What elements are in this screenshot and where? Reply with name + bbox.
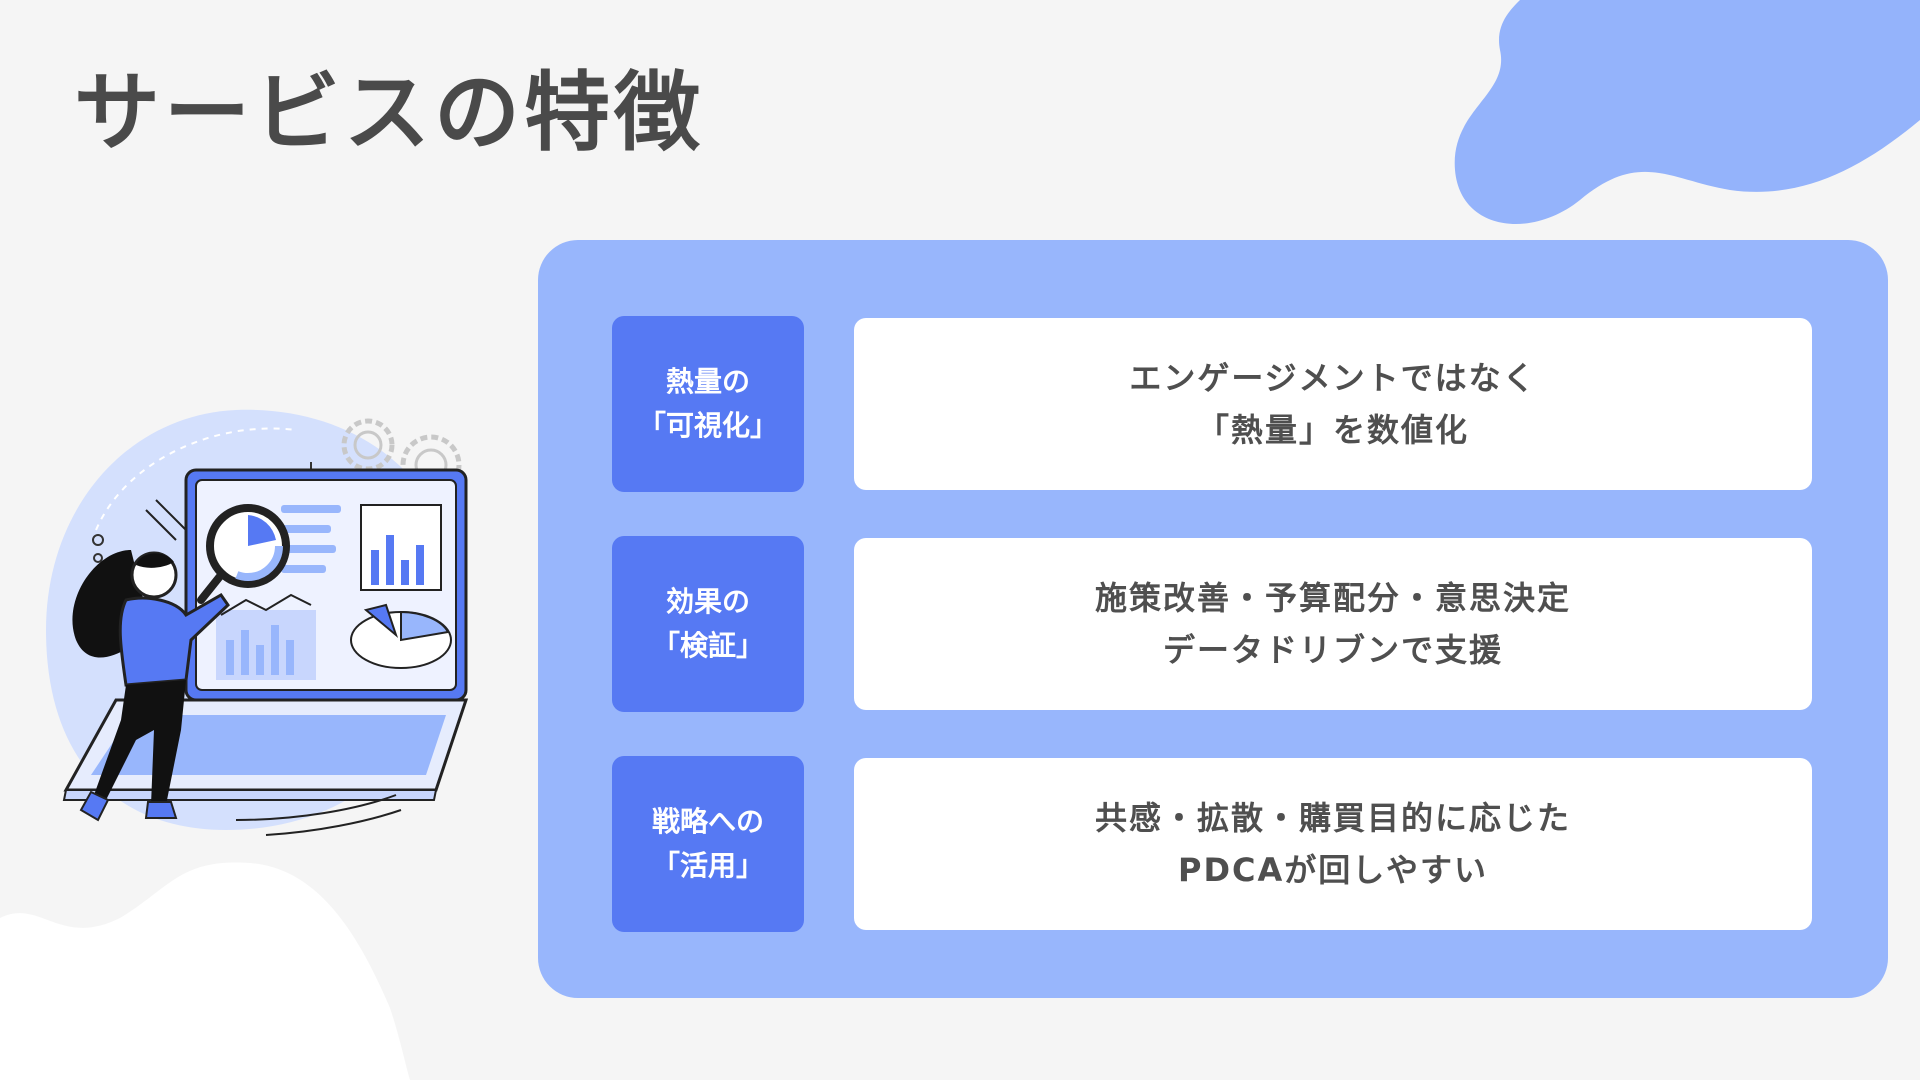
feature-label-line1: 効果の	[665, 585, 750, 618]
feature-description-card: エンゲージメントではなく 「熱量」を数値化	[854, 318, 1812, 490]
feature-label: 熱量の 「可視化」	[612, 316, 804, 492]
analytics-illustration	[46, 409, 469, 836]
feature-description-card: 施策改善・予算配分・意思決定 データドリブンで支援	[854, 538, 1812, 710]
feature-label: 効果の 「検証」	[612, 536, 804, 712]
feature-label-line1: 熱量の	[665, 365, 750, 398]
feature-label-line2: 「検証」	[651, 629, 764, 662]
feature-description-card: 共感・拡散・購買目的に応じた PDCAが回しやすい	[854, 758, 1812, 930]
feature-row-visualization: 熱量の 「可視化」 エンゲージメントではなく 「熱量」を数値化	[612, 316, 1814, 492]
feature-description-line1: エンゲージメントではなく	[1129, 359, 1537, 397]
decorative-blob-top	[1454, 0, 1920, 224]
feature-label-line2: 「可視化」	[637, 409, 778, 442]
features-panel: 熱量の 「可視化」 エンゲージメントではなく 「熱量」を数値化 効果の 「検証」…	[538, 240, 1888, 998]
feature-label-line2: 「活用」	[651, 849, 764, 882]
feature-description-line2: PDCAが回しやすい	[1178, 851, 1488, 889]
feature-description-line1: 共感・拡散・購買目的に応じた	[1094, 799, 1571, 837]
feature-label: 戦略への 「活用」	[612, 756, 804, 932]
feature-description-line1: 施策改善・予算配分・意思決定	[1094, 579, 1571, 617]
decorative-blob-bottom	[0, 862, 410, 1080]
feature-description-line2: 「熱量」を数値化	[1196, 411, 1469, 449]
feature-row-utilization: 戦略への 「活用」 共感・拡散・購買目的に応じた PDCAが回しやすい	[612, 756, 1814, 932]
feature-row-verification: 効果の 「検証」 施策改善・予算配分・意思決定 データドリブンで支援	[612, 536, 1814, 712]
feature-description-line2: データドリブンで支援	[1162, 631, 1503, 669]
slide-title: サービスの特徴	[74, 63, 704, 163]
feature-label-line1: 戦略への	[651, 805, 764, 838]
